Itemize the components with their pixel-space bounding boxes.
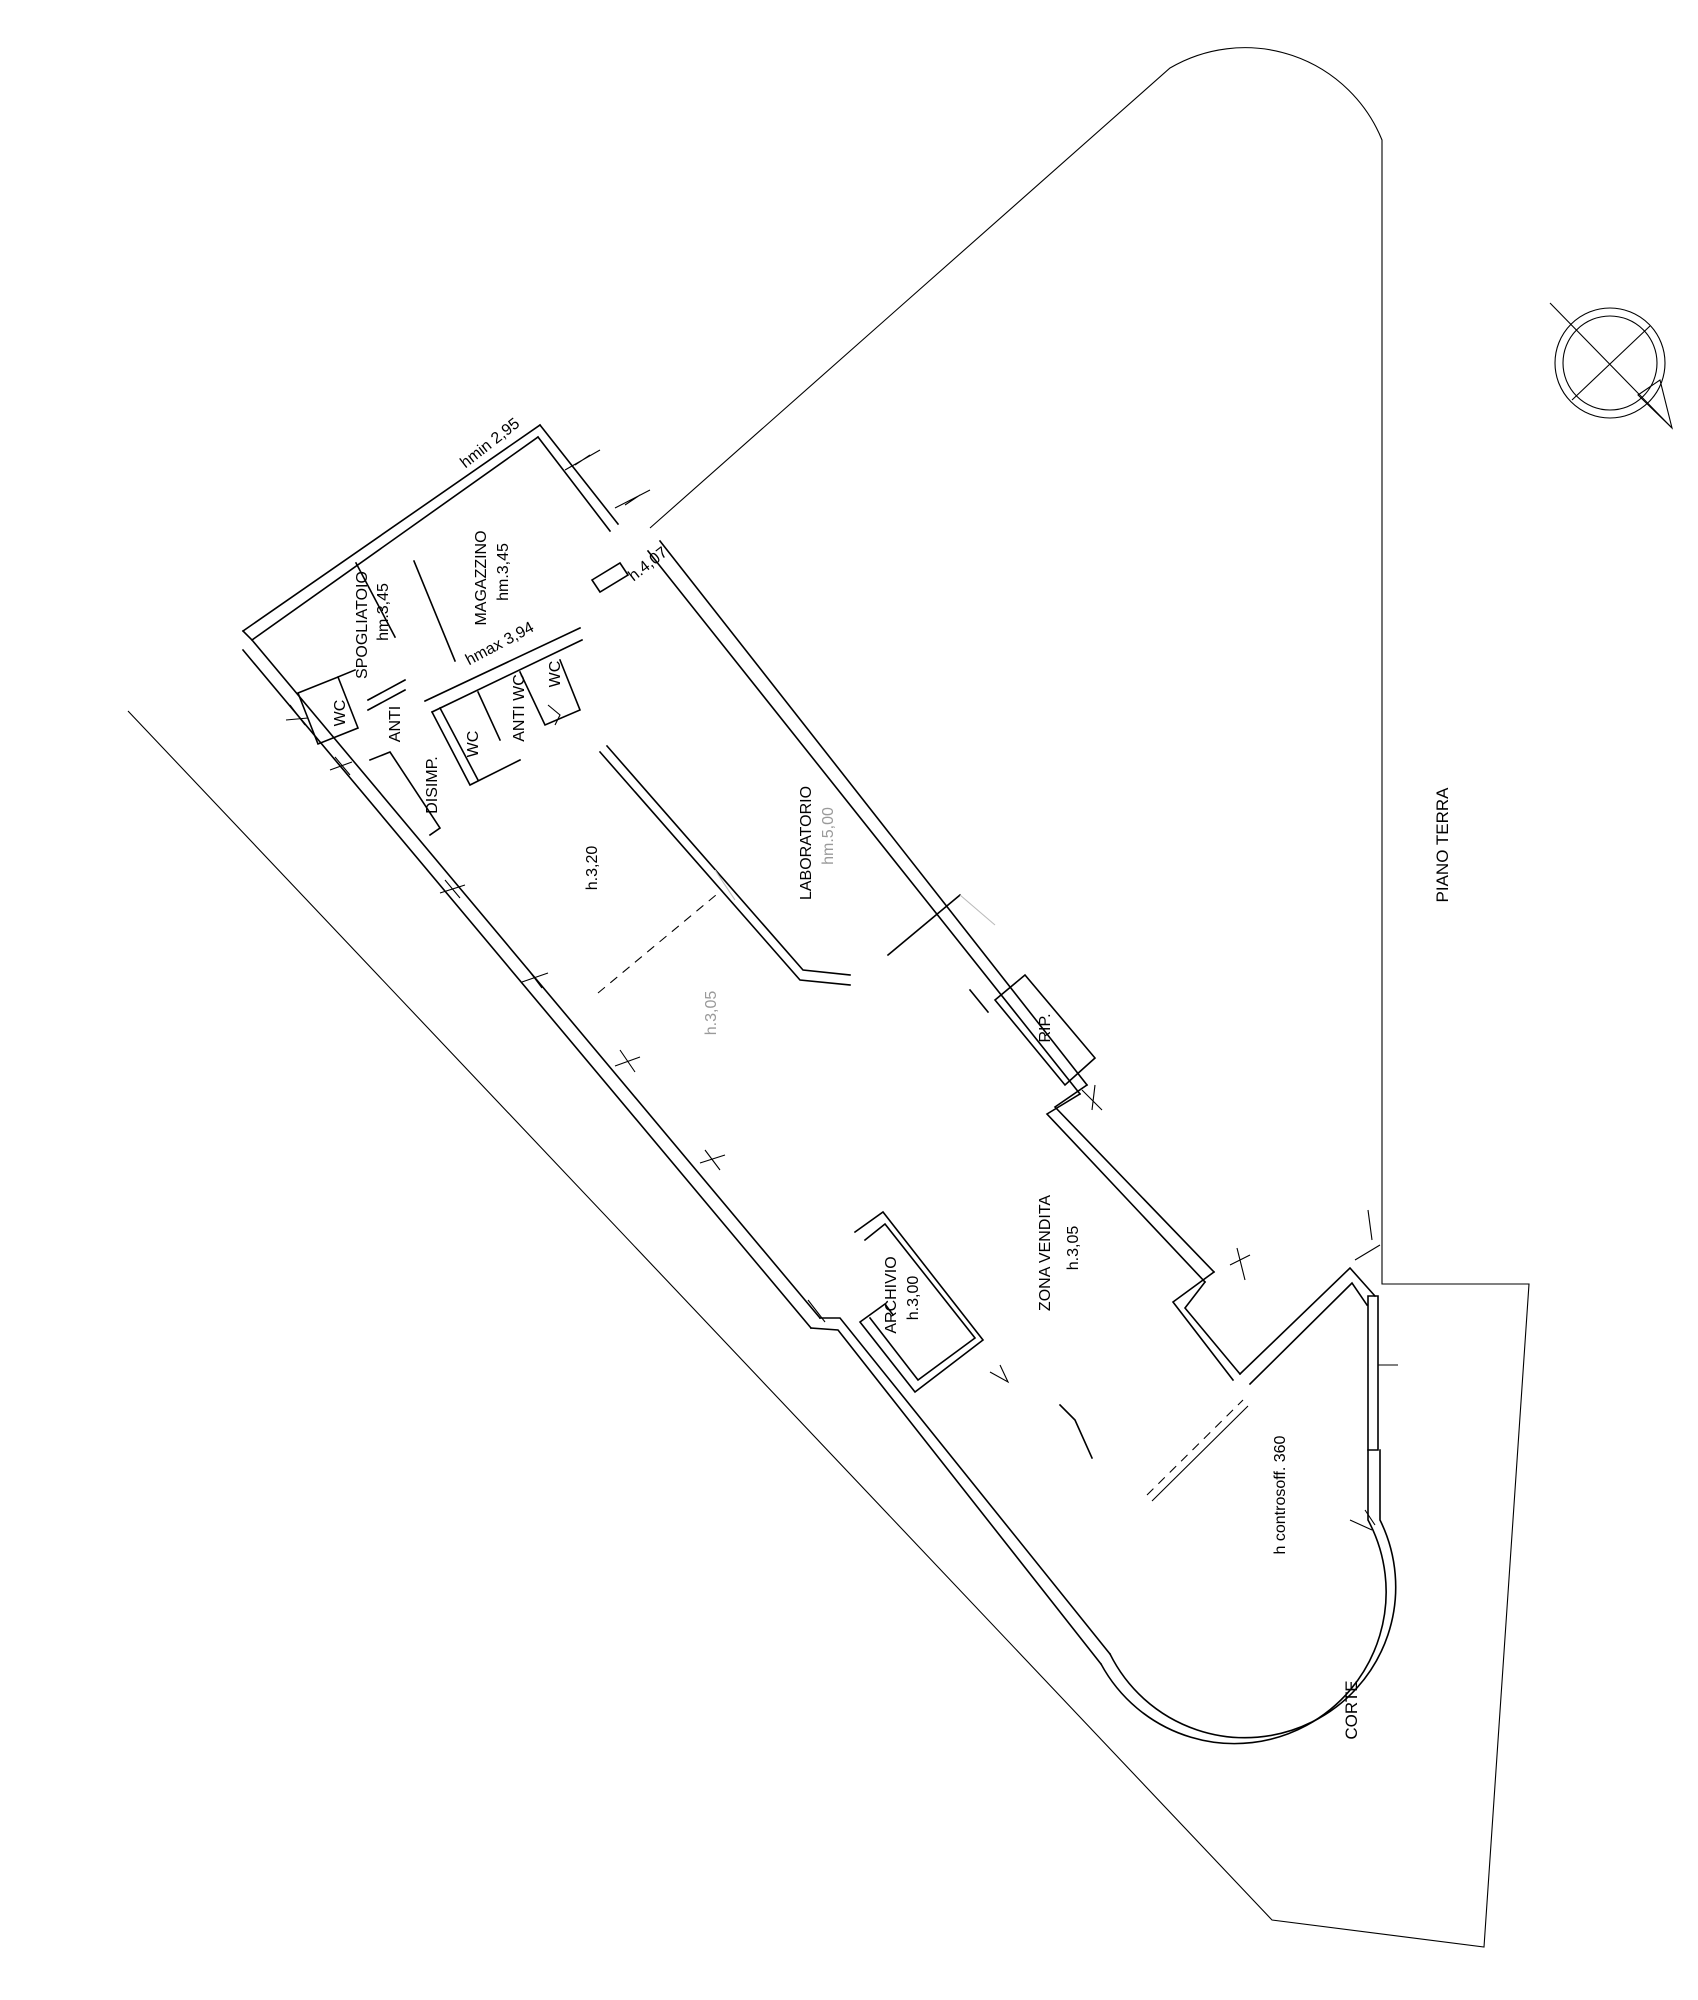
- room-labels: PIANO TERRA CORTE MAGAZZINO hm.3,45 hmin…: [332, 415, 1452, 1740]
- zone-division-line: [597, 889, 723, 994]
- spogliatoio-height: hm.3,45: [375, 583, 392, 641]
- rip-label: RIP.: [1037, 1013, 1054, 1042]
- zona-vendita-label: ZONA VENDITA: [1037, 1195, 1054, 1311]
- anti-label: ANTI: [387, 706, 404, 742]
- building-walls: [241, 423, 1397, 1745]
- lot-boundary: [127, 47, 1530, 1948]
- wc-3-label: WC: [547, 661, 564, 688]
- glazed-entrance: [1146, 1399, 1244, 1496]
- window-ticks: [285, 449, 1398, 1531]
- grey-reference-line: [714, 869, 736, 901]
- floor-title: PIANO TERRA: [1433, 787, 1452, 903]
- archivio-height: h.3,00: [905, 1276, 922, 1321]
- zona-vendita-height: h.3,05: [1065, 1226, 1082, 1271]
- north-compass-icon: [1549, 302, 1674, 430]
- archivio-label: ARCHIVIO: [883, 1256, 900, 1333]
- disimp-label: DISIMP.: [424, 756, 441, 814]
- magazzino-label: MAGAZZINO: [473, 530, 490, 625]
- grey-reference-line-2: [959, 894, 996, 926]
- glazed-entrance-inner: [1151, 1405, 1249, 1502]
- curved-area-height: h controsoff. 360: [1272, 1435, 1289, 1554]
- corte-label: CORTE: [1342, 1680, 1361, 1739]
- area-305-height: h.3,05: [703, 991, 720, 1036]
- laboratorio-height: hm.5,00: [820, 807, 837, 865]
- laboratorio-label: LABORATORIO: [798, 786, 815, 900]
- wc-1-label: WC: [332, 700, 349, 727]
- magazzino-height: hm.3,45: [495, 543, 512, 601]
- interior-walls: [296, 559, 1097, 1460]
- anti-wc-label: ANTI WC: [511, 674, 528, 742]
- area-320-height: h.3,20: [584, 846, 601, 891]
- spogliatoio-label: SPOGLIATOIO: [354, 571, 371, 679]
- wc-2-label: WC: [465, 731, 482, 758]
